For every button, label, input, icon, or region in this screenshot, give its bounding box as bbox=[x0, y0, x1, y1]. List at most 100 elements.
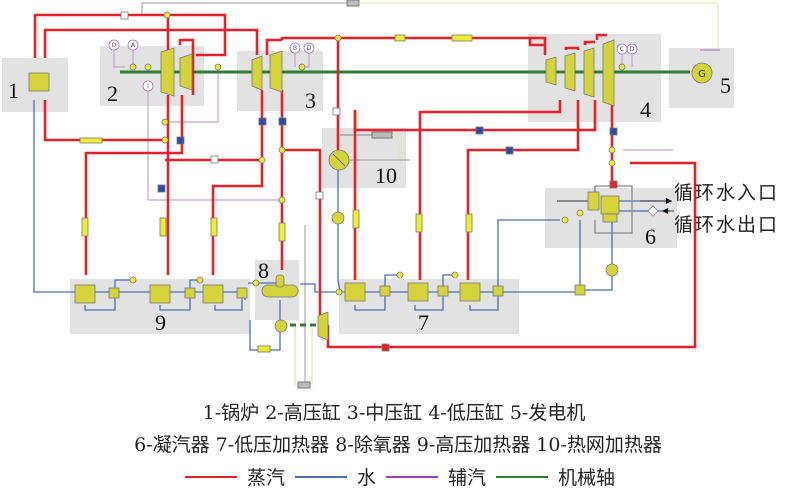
sensor-hp-i[interactable] bbox=[142, 80, 154, 92]
junction-dots bbox=[129, 11, 626, 296]
valve-blue-5[interactable] bbox=[475, 126, 484, 135]
junction-dot bbox=[561, 216, 569, 224]
valve-blue-1[interactable] bbox=[176, 136, 185, 145]
steam-hp-to-ip bbox=[178, 38, 195, 95]
steam-reheat-in bbox=[43, 100, 168, 142]
hp-heater-2[interactable] bbox=[149, 284, 171, 304]
zone-label-7: 7 bbox=[418, 310, 429, 335]
hnh-drain-pump[interactable] bbox=[331, 211, 345, 225]
feed-pump[interactable] bbox=[274, 319, 288, 333]
valve-blue-4[interactable] bbox=[278, 117, 287, 126]
ip-turbine-2[interactable] bbox=[269, 50, 283, 93]
water-lp-drain-2 bbox=[414, 292, 444, 311]
heat-network-heater-slash bbox=[332, 153, 346, 167]
condenser[interactable] bbox=[600, 195, 620, 215]
hp-heater-3-cooler bbox=[236, 287, 248, 299]
junction-dot bbox=[608, 146, 616, 154]
valve-white-1[interactable] bbox=[120, 11, 129, 20]
legend-item-aux-steam: 辅汽 bbox=[386, 463, 486, 490]
steam-hp-extraction-1 bbox=[84, 95, 184, 275]
junction-dot bbox=[451, 271, 459, 279]
legend-label-steam: 蒸汽 bbox=[246, 467, 285, 489]
sensor-ip-d[interactable] bbox=[303, 42, 315, 54]
ip-turbine-1[interactable] bbox=[251, 55, 263, 91]
control-line-bottom bbox=[300, 225, 306, 386]
valve-red-1[interactable] bbox=[609, 180, 618, 189]
hp-heater-1[interactable] bbox=[74, 284, 96, 304]
legend-label-water: 水 bbox=[356, 467, 376, 489]
lp-turbine-1[interactable] bbox=[545, 56, 557, 86]
control-line-10b bbox=[392, 134, 401, 160]
water-lp-drain-3 bbox=[469, 292, 499, 311]
sensor-hp-d[interactable] bbox=[108, 39, 120, 51]
junction-dot bbox=[576, 209, 584, 217]
feed-pump-turbine[interactable] bbox=[317, 311, 329, 341]
line-type-legend: 蒸汽 水 辅汽 机械轴 bbox=[0, 463, 800, 490]
sensor-lp-d[interactable] bbox=[626, 43, 638, 55]
junction-dot bbox=[163, 11, 171, 19]
lp-heater-1[interactable] bbox=[344, 282, 366, 302]
junction-dot bbox=[335, 288, 343, 296]
condenser-aux[interactable] bbox=[587, 191, 600, 211]
sensor-lp-c-label: C bbox=[620, 46, 624, 53]
valve-blue-7[interactable] bbox=[609, 127, 618, 136]
cooling-water-inlet-label: 循环水入口 bbox=[674, 182, 780, 204]
valve-white-3[interactable] bbox=[210, 155, 219, 164]
water-lp-drain-1 bbox=[354, 292, 386, 311]
pipe-drum-1 bbox=[81, 217, 89, 237]
lp-heater-2[interactable] bbox=[407, 282, 429, 302]
hp-turbine-1[interactable] bbox=[160, 47, 175, 97]
sensor-ip-b[interactable] bbox=[289, 42, 301, 54]
water-hp-heater-drain-5 bbox=[214, 292, 243, 311]
pipe-drum-6 bbox=[415, 213, 423, 233]
sensor-hp-a[interactable] bbox=[127, 39, 139, 51]
valve-blue-6[interactable] bbox=[505, 146, 514, 155]
lp-heater-3[interactable] bbox=[459, 282, 481, 302]
zone-label-8: 8 bbox=[258, 258, 269, 283]
junction-dot bbox=[618, 63, 626, 71]
pipe-drum-3 bbox=[210, 217, 218, 237]
water-hp-heater-drain-1 bbox=[84, 292, 116, 311]
sensor-tags bbox=[108, 39, 638, 92]
condensate-pump[interactable] bbox=[605, 263, 619, 277]
water-lp-drain-2b bbox=[442, 274, 455, 290]
pipe-drum-5 bbox=[352, 209, 360, 229]
hp-turbine-2[interactable] bbox=[179, 53, 193, 91]
pipe-drum-10 bbox=[394, 34, 406, 42]
lp-turbine-4[interactable] bbox=[602, 39, 615, 107]
component-caption-line-1: 1-锅炉 2-高压缸 3-中压缸 4-低压缸 5-发电机 bbox=[202, 402, 586, 424]
aux-steam-line-1 bbox=[147, 85, 280, 201]
valve-white-2[interactable] bbox=[332, 107, 341, 116]
sensor-hp-a-label: A bbox=[131, 42, 136, 49]
legend-swatch-aux-steam bbox=[386, 475, 438, 478]
component-caption-line-2: 6-凝汽器 7-低压加热器 8-除氧器 9-高压加热器 10-热网加热器 bbox=[134, 434, 662, 456]
water-hnh-drain bbox=[337, 170, 341, 293]
valve-white-4[interactable] bbox=[315, 191, 324, 200]
gland-cooler[interactable] bbox=[574, 284, 586, 296]
zone-label-2: 2 bbox=[107, 81, 118, 106]
valve-red-2[interactable] bbox=[381, 343, 390, 352]
zone-label-10: 10 bbox=[375, 163, 397, 188]
junction-dot bbox=[129, 276, 137, 284]
pipe-drum-7 bbox=[465, 213, 473, 233]
valve-blue-2[interactable] bbox=[157, 184, 166, 193]
generator[interactable] bbox=[691, 62, 713, 84]
control-box-bottom bbox=[297, 381, 311, 389]
control-line-top bbox=[141, 2, 350, 15]
water-lp-drain-1b bbox=[384, 274, 400, 290]
hp-heater-3[interactable] bbox=[202, 284, 224, 304]
boiler[interactable] bbox=[28, 72, 50, 92]
steam-lp-stage-2 bbox=[564, 46, 580, 50]
junction-dot bbox=[214, 63, 222, 71]
steam-lp-ext-3 bbox=[353, 100, 597, 132]
lp-turbine-2[interactable] bbox=[564, 52, 576, 92]
valve-blue-3[interactable] bbox=[258, 117, 267, 126]
water-condenser-frame bbox=[594, 185, 633, 234]
lp-turbine-3[interactable] bbox=[583, 47, 595, 98]
sensor-hp-i-label: I bbox=[147, 83, 149, 90]
sensor-lp-d-label: D bbox=[630, 46, 635, 53]
pipe-drum-9 bbox=[451, 34, 473, 42]
junction-dot bbox=[278, 196, 286, 204]
steam-ip-to-lp bbox=[265, 38, 282, 55]
steam-reheat-out bbox=[43, 28, 259, 58]
